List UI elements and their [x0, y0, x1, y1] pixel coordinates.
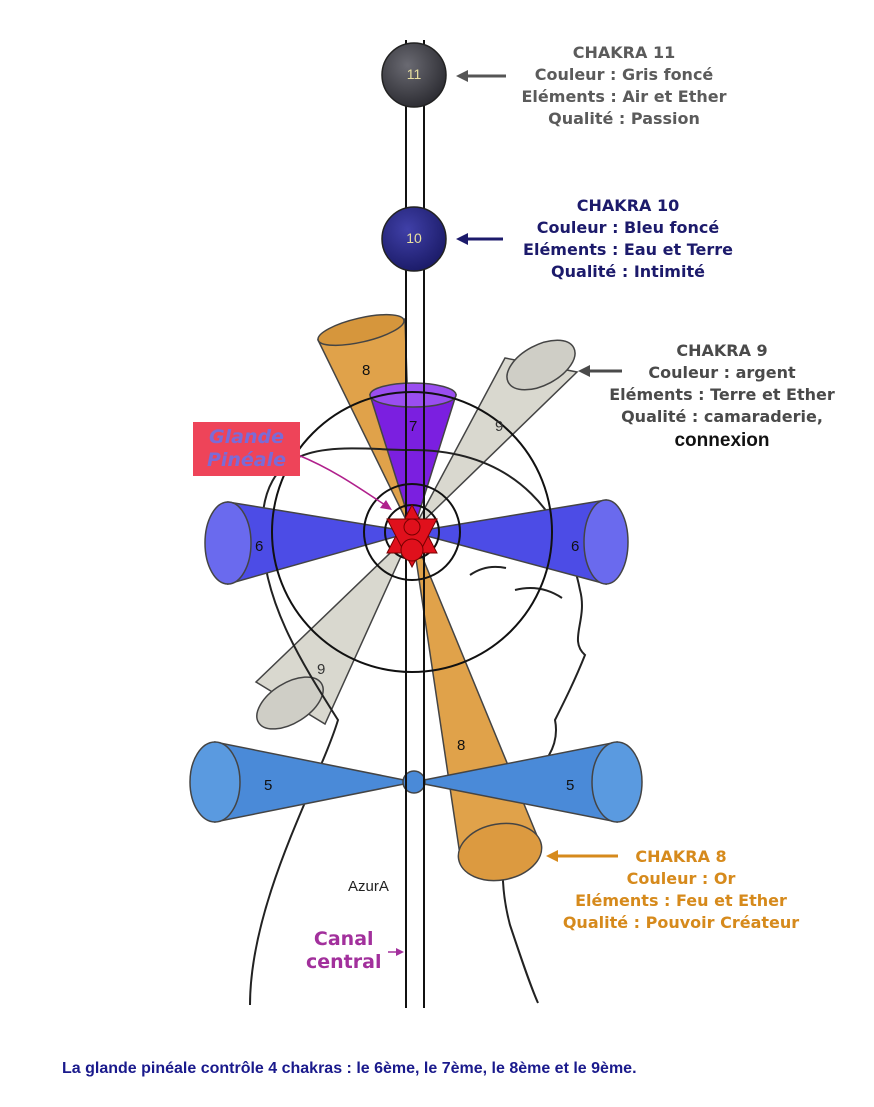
chakra-11-title: CHAKRA 11: [572, 43, 676, 62]
pineal-label-line2: Pinéale: [206, 449, 287, 471]
chakra-9-info: CHAKRA 9 Couleur : argent Eléments : Ter…: [609, 340, 835, 454]
cone-8-lower-label: 8: [457, 737, 466, 754]
pineal-pointer: [297, 454, 392, 510]
cone-9-upper: [411, 339, 579, 533]
chakra-11-info: CHAKRA 11 Couleur : Gris foncé Eléments …: [522, 42, 727, 130]
cone-8-upper-label: 8: [362, 362, 371, 379]
chakra-8-elements: Eléments : Feu et Ether: [575, 891, 787, 910]
chakra-8-title: CHAKRA 8: [635, 847, 727, 866]
signature: AzurA: [348, 878, 389, 895]
halo-circle-outer: [271, 391, 553, 673]
cone-8-lower: [411, 531, 543, 882]
cone-7-label: 7: [409, 418, 418, 435]
chakra-10-title: CHAKRA 10: [576, 196, 680, 215]
chakra-8-couleur: Couleur : Or: [626, 869, 736, 888]
chakra-10-sphere: [381, 206, 447, 272]
caption: La glande pinéale contrôle 4 chakras : l…: [62, 1060, 637, 1077]
cone-9-lower: [254, 531, 413, 730]
cone-7: [368, 382, 458, 535]
pineal-label-box: Glande Pinéale: [193, 422, 300, 476]
cone-5-right-label: 5: [566, 777, 575, 794]
cone-5-right: [413, 741, 643, 823]
cone-6-right-label: 6: [571, 538, 580, 555]
chakra-10-number: 10: [406, 230, 422, 246]
cone-8-upper: [316, 313, 413, 533]
cone-6-left: [204, 501, 413, 585]
chakra-10-qualite: Qualité : Intimité: [551, 262, 705, 281]
cone-5-left: [189, 741, 415, 823]
chakra-9-elements: Eléments : Terre et Ether: [609, 385, 835, 404]
arrow-left-icon-c8: [546, 850, 618, 862]
chakra-11-elements: Eléments : Air et Ether: [521, 87, 727, 106]
chakra-10-elements: Eléments : Eau et Terre: [523, 240, 733, 259]
chakra-11-number: 11: [406, 66, 422, 82]
canal-pointer: [388, 948, 404, 956]
canal-central-label: Canal central: [306, 928, 381, 974]
cone-6-left-label: 6: [255, 538, 264, 555]
arrow-left-icon-c10: [456, 233, 503, 245]
chakra-11-qualite: Qualité : Passion: [548, 109, 700, 128]
cone-9-upper-label: 9: [495, 418, 504, 435]
chakra-11-sphere: [381, 42, 447, 108]
chakra-9-qualite-2: connexion: [674, 430, 770, 451]
chakra-11-couleur: Couleur : Gris foncé: [534, 65, 714, 84]
chakra-10-couleur: Couleur : Bleu foncé: [536, 218, 720, 237]
chakra-9-couleur: Couleur : argent: [648, 363, 796, 382]
chakra-10-info: CHAKRA 10 Couleur : Bleu foncé Eléments …: [523, 195, 733, 283]
arrow-left-icon-c9: [578, 365, 622, 377]
chakra-9-qualite: Qualité : camaraderie,: [621, 407, 823, 426]
cone-6-right: [411, 499, 629, 585]
cone-9-lower-label: 9: [317, 661, 326, 678]
chakra-8-info: CHAKRA 8 Couleur : Or Eléments : Feu et …: [563, 846, 799, 934]
arrow-left-icon-c11: [456, 70, 506, 82]
canal-line1: Canal: [313, 928, 374, 950]
chakra-9-title: CHAKRA 9: [676, 341, 768, 360]
pineal-label-line1: Glande: [209, 426, 284, 448]
halo-circle-middle: [363, 483, 461, 581]
star-of-david-icon: [386, 503, 438, 569]
cone-5-left-label: 5: [264, 777, 273, 794]
chakra-8-qualite: Qualité : Pouvoir Créateur: [562, 913, 800, 932]
canal-line2: central: [306, 951, 382, 973]
